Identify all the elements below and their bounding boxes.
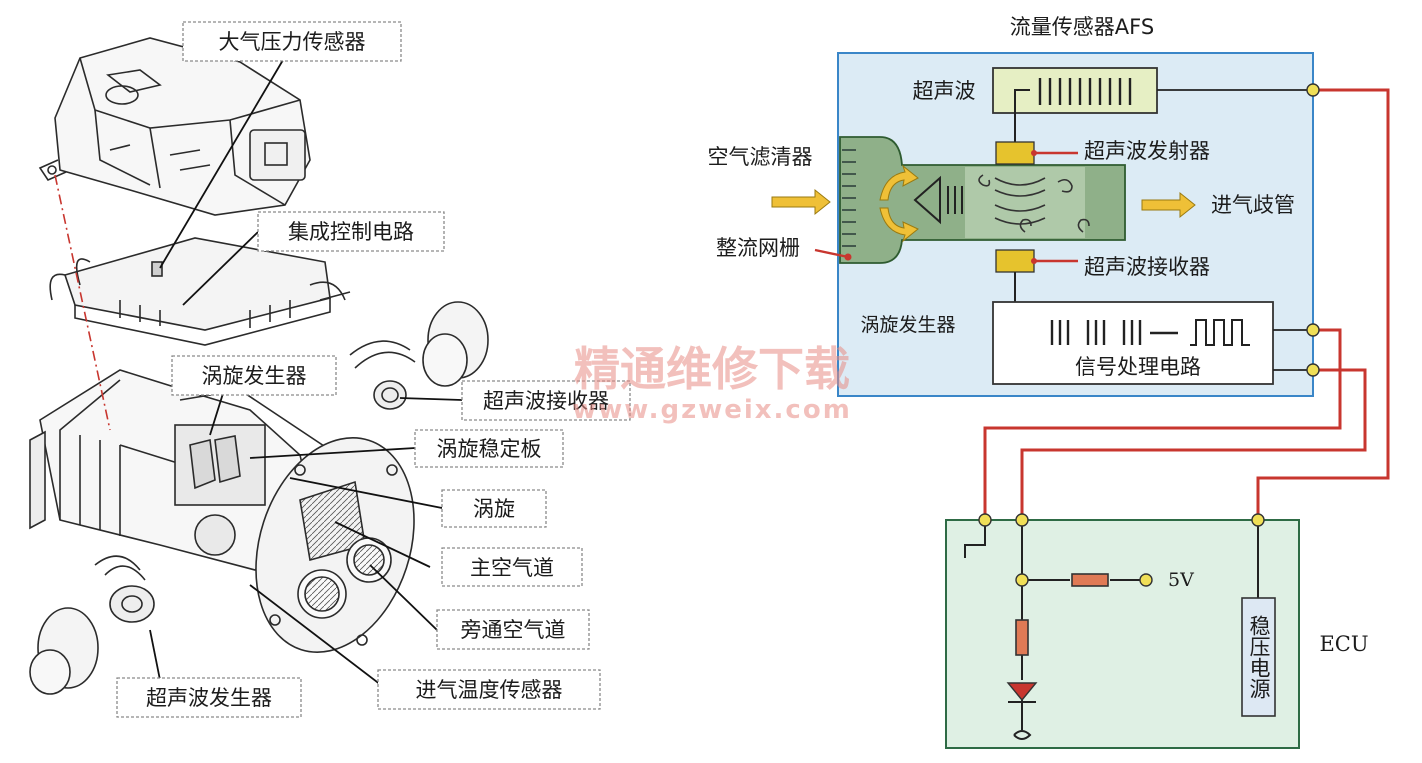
intake-manifold-label: 进气歧管 [1211, 193, 1295, 217]
junction-nodes [978, 83, 1320, 587]
callout-vortex-stabilizer: 涡旋稳定板 [437, 437, 542, 461]
regulator-box [1241, 597, 1276, 717]
watermark: 精通维修下载 www.gzweix.com [572, 342, 852, 425]
afs-title: 流量传感器AFS [1010, 15, 1154, 39]
wiring-harness [983, 88, 1390, 520]
callout-intake-temp-sensor: 进气温度传感器 [416, 678, 563, 702]
exploded-illustration [29, 37, 489, 695]
ecu-panel [945, 519, 1300, 749]
pullup-resistor [1071, 573, 1109, 587]
callout-ultrasonic-generator: 超声波发生器 [146, 686, 272, 710]
receiver-part [349, 301, 489, 410]
callout-boxes [116, 21, 631, 718]
ultrasonic-emitter [995, 141, 1035, 165]
callout-ultrasonic-receiver: 超声波接收器 [483, 389, 609, 413]
signal-processing-box [992, 301, 1274, 385]
supply-voltage-label: 5V [1168, 569, 1194, 591]
ecu-circuit [964, 520, 1259, 740]
ultrasonic-generator-box [992, 67, 1158, 114]
regulator-label: 稳压电源 [1247, 615, 1271, 699]
ultrasonic-label: 超声波 [913, 79, 976, 103]
inlet-arrow [771, 188, 831, 216]
callout-vortex-generator: 涡旋发生器 [202, 364, 307, 388]
ultrasonic-receiver [995, 249, 1035, 273]
ecu-label: ECU [1319, 632, 1368, 656]
end-flange [255, 437, 415, 653]
upper-housing [38, 37, 311, 216]
callout-labels: 大气压力传感器 集成控制电路 涡旋发生器 超声波接收器 涡旋稳定板 涡旋 主空气… [146, 30, 609, 710]
signal-circuit-label: 信号处理电路 [1075, 355, 1201, 379]
load-resistor [1015, 619, 1029, 656]
air-filter-label: 空气滤清器 [708, 145, 813, 169]
rectifier-label: 整流网栅 [716, 236, 800, 260]
callout-barometric-sensor: 大气压力传感器 [219, 30, 366, 54]
callout-leaders [149, 59, 463, 689]
circuit-board [49, 237, 351, 346]
callout-control-circuit: 集成控制电路 [288, 220, 414, 244]
vortex-generator-label: 涡旋发生器 [860, 314, 955, 336]
callout-bypass-air-passage: 旁通空气道 [461, 618, 566, 642]
ground-triangle [1006, 682, 1038, 702]
watermark-text: 精通维修下载 [574, 342, 850, 396]
callout-vortex: 涡旋 [473, 497, 515, 521]
emitter-label: 超声波发射器 [1084, 139, 1210, 163]
air-duct [839, 136, 1126, 264]
generator-part [29, 555, 155, 695]
outlet-arrow [1141, 191, 1196, 219]
receiver-label: 超声波接收器 [1084, 255, 1210, 279]
watermark-url: www.gzweix.com [572, 395, 852, 425]
callout-main-air-passage: 主空气道 [470, 556, 554, 580]
main-body [29, 369, 332, 571]
